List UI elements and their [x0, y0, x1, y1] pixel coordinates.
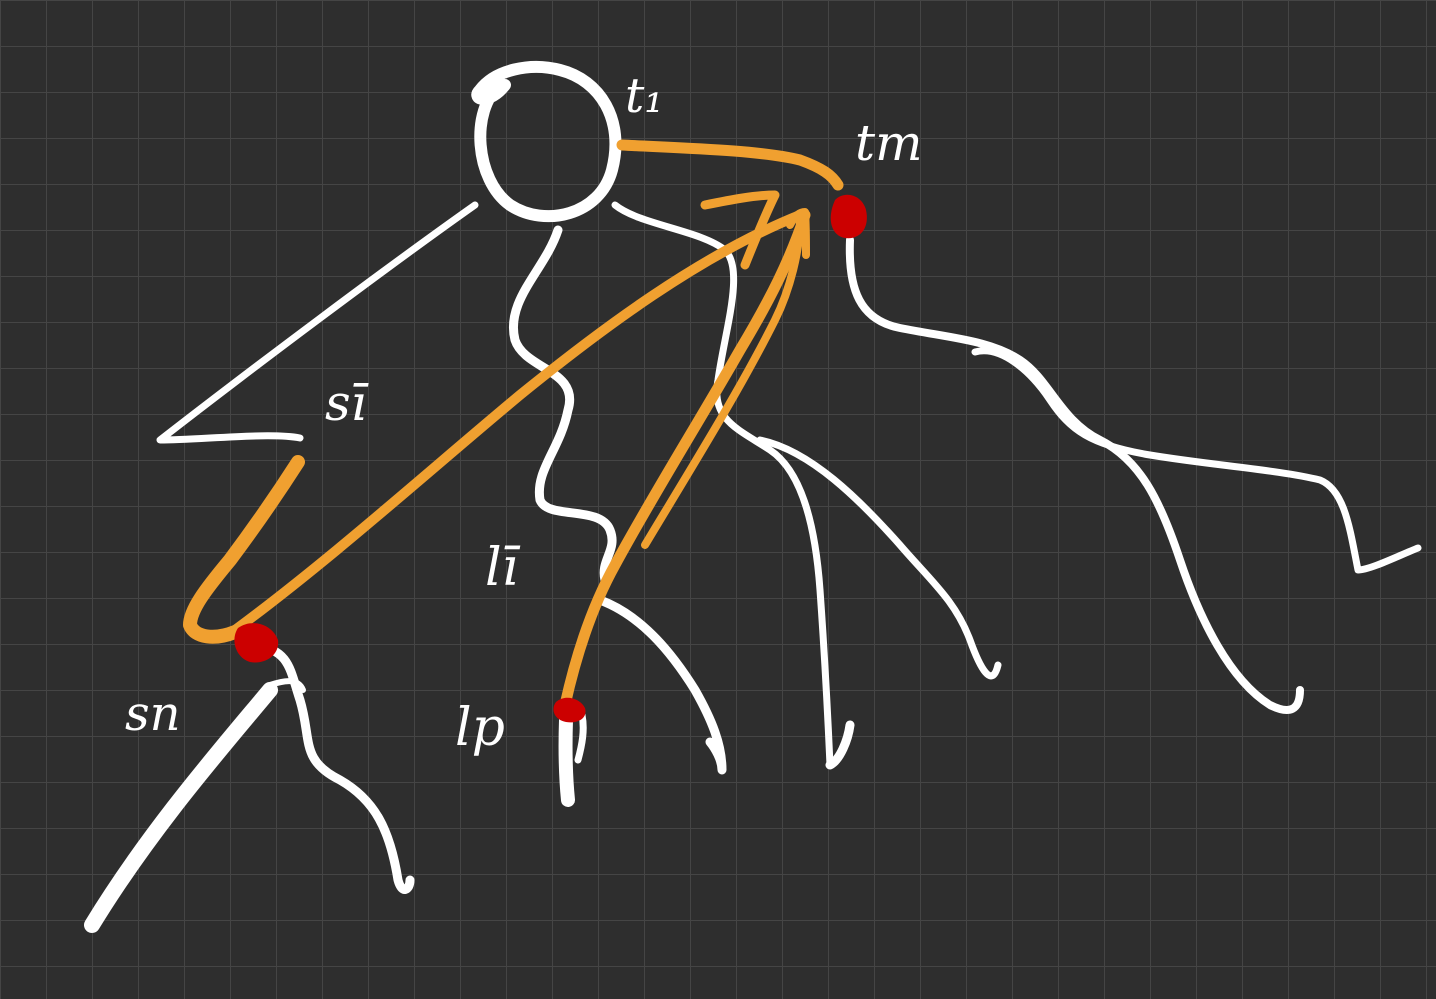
- label-li: lī: [485, 538, 521, 598]
- branch-lp-down: [558, 713, 575, 807]
- branch-sn-down-right: [250, 640, 415, 894]
- branch-stem-hook-a: [825, 720, 855, 770]
- branch-root-right-middle: [611, 201, 834, 769]
- marker-lp: [553, 697, 586, 723]
- arrowhead-icon: [700, 190, 780, 270]
- label-si: sī: [325, 374, 369, 432]
- label-t1: t₁: [625, 68, 664, 124]
- path-li-to-tm: [641, 216, 804, 549]
- branch-tm-far-right: [971, 347, 1422, 574]
- branch-left-to-si: [156, 201, 479, 444]
- path-t1-to-tm: [616, 139, 844, 191]
- branch-sn-down-left: [84, 682, 278, 933]
- path-si-to-sn: [183, 455, 305, 644]
- marker-sn: [234, 623, 279, 663]
- path-lp-to-tm: [559, 209, 811, 711]
- marker-tm: [830, 194, 867, 239]
- root-node-circle: [471, 61, 622, 223]
- branch-right-middle-fan: [756, 436, 1002, 680]
- arrowhead-icon: [786, 208, 810, 259]
- branch-sn-small-hook: [267, 678, 306, 693]
- path-sn-to-tm: [230, 210, 805, 635]
- branch-lp-right: [595, 595, 727, 775]
- label-sn: sn: [125, 686, 181, 742]
- branch-lp-stub: [574, 711, 587, 764]
- tree-white-strokes: [84, 61, 1422, 933]
- label-lp: lp: [455, 698, 505, 758]
- branch-middle-to-li: [508, 225, 617, 585]
- labels: t₁ tm sī sn lī lp: [125, 68, 923, 758]
- orange-highlight-paths: [183, 139, 844, 711]
- label-tm: tm: [855, 114, 923, 172]
- red-markers: [234, 194, 867, 723]
